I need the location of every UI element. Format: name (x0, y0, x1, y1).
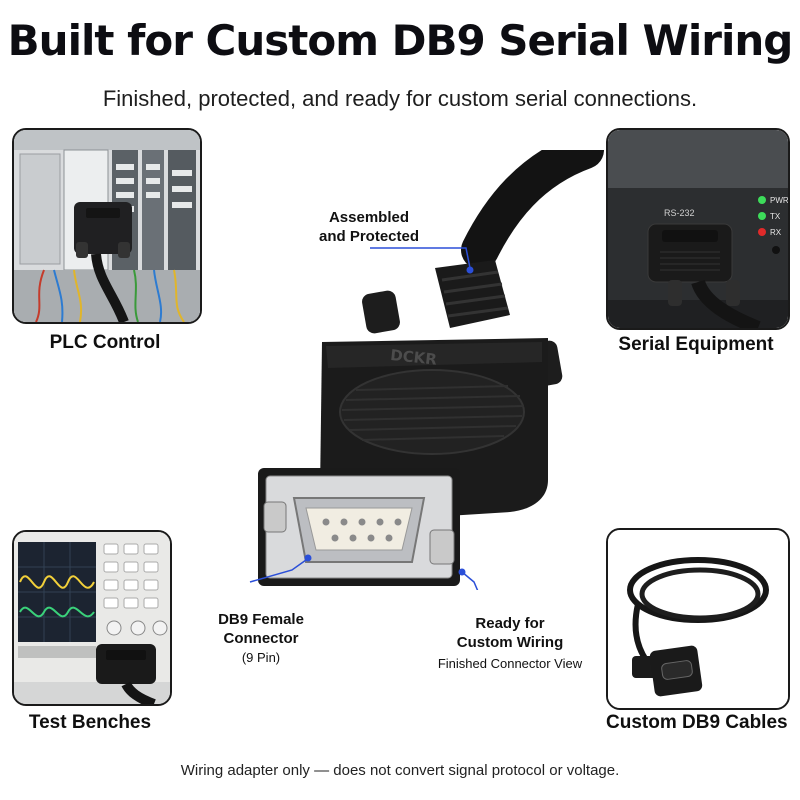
test-benches-caption: Test Benches (28, 712, 152, 733)
ready-wiring-line-2: Custom Wiring (456, 634, 564, 651)
page-subtitle: Finished, protected, and ready for custo… (102, 86, 698, 111)
test-benches-photo (12, 530, 172, 706)
custom-cables-photo (606, 528, 790, 710)
female-connector-line-1: DB9 Female (218, 611, 304, 628)
db9-connector-illustration: DCKR (249, 150, 604, 590)
female-connector-callout: DB9 Female Connector (9 Pin) (196, 610, 326, 667)
serial-equipment-caption: Serial Equipment (618, 334, 774, 355)
tx-led-label: TX (770, 212, 781, 221)
rx-led-label: RX (770, 228, 782, 237)
serial-equipment-photo: RS-232 PWR TX RX (606, 128, 790, 330)
connector-brand-label: DCKR (389, 346, 438, 369)
assembled-callout-line-1: Assembled (328, 209, 410, 226)
ready-wiring-callout: Ready for Custom Wiring Finished Connect… (420, 614, 600, 673)
plc-control-photo (12, 128, 202, 324)
page-title: Built for Custom DB9 Serial Wiring (7, 16, 794, 65)
female-connector-pins: (9 Pin) (241, 650, 281, 665)
assembled-callout-line-2: and Protected (318, 228, 420, 245)
pwr-led-label: PWR (770, 196, 788, 205)
custom-cables-caption: Custom DB9 Cables (606, 712, 788, 733)
plc-control-caption: PLC Control (49, 332, 161, 353)
ready-wiring-line-1: Ready for (475, 615, 545, 632)
female-connector-line-2: Connector (223, 630, 299, 647)
ready-wiring-sub: Finished Connector View (437, 656, 583, 671)
assembled-callout: Assembled and Protected (304, 208, 434, 246)
footer-note: Wiring adapter only — does not convert s… (180, 762, 620, 779)
rs232-label: RS-232 (664, 208, 695, 218)
